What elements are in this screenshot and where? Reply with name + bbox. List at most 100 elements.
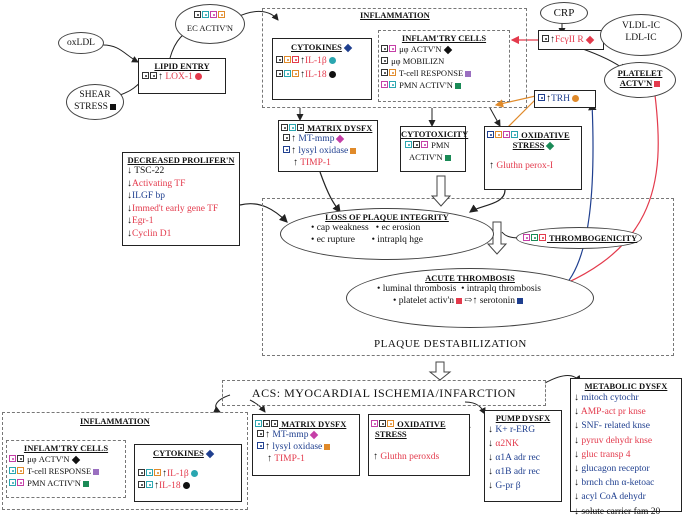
up-arrow-icon: ↑ [265,441,270,452]
loss-title: LOSS OF PLAQUE INTEGRITY [325,212,449,222]
bottom-matrix-dysfx-box: MATRIX DYSFX ↑ MT-mmp ↑ lysyl oxidase ↑ … [252,414,360,476]
up-arrow-icon: ↑ [158,71,163,82]
bottom-mtmmp-label: MT-mmp [272,430,309,440]
il18-label: IL-18 [305,70,327,80]
down-arrow-icon: ↓ [488,438,493,449]
down-arrow-icon: ↓ [574,392,579,403]
inflammation-title: INFLAMMATION [360,10,430,20]
down-arrow-icon: ↓ [574,491,579,503]
down-arrow-icon: ↓ [127,165,132,176]
amp-label: AMP-act pr knse [580,407,646,418]
gluc-transp-label: gluc transp 4 [581,449,631,460]
black-square-icon [109,103,116,110]
shear-label: SHEAR [79,90,111,100]
symbols-icon [9,455,25,462]
vldl-node: VLDL-IC LDL-IC [600,14,682,56]
mph-mobilizn-label: μφ MOBILIZN [391,56,445,66]
symbols-icon [283,146,291,153]
bottom-inflammation-title: INFLAMMATION [80,416,150,426]
bottom-cytokines-title: CYTOKINES [153,448,204,458]
bottom-oxidative-stress-box: OXIDATIVE STRESS ↑ Gluthn peroxds [368,414,470,476]
gpr-label: G-pr β [495,481,521,491]
up-arrow-icon: ↑ [162,468,167,479]
crp-label: CRP [553,7,575,19]
bottom-pmn-label: PMN ACTIV'N [27,478,81,488]
brnch-label: brnch chn α-ketoac [581,478,655,489]
plaque-destabilization-region [262,198,674,356]
symbols-icon [276,56,300,63]
trh-box: ↑TRH [534,90,596,108]
platelet-activn-label: platelet activ'n [398,296,454,306]
up-arrow-icon: ↑ [300,69,305,80]
bottom-cells-title: INFLAM'TRY CELLS [23,443,109,453]
a1a-label: α1A adr rec [495,453,540,463]
orange-square-icon [324,443,331,450]
inflam-cells-title: INFLAM'TRY CELLS [401,33,487,43]
plaque-destabilization-label: PLAQUE DESTABILIZATION [374,338,527,350]
symbols-icon [9,467,25,474]
activating-tf-label: Activating TF [132,178,186,189]
ec-erosion-label: ec erosion [381,223,421,233]
up-arrow-icon: ↑ [291,133,296,144]
intraplq-hge-label: intraplq hge [377,235,423,245]
symbols-icon [276,70,300,77]
fc-receptor-box: ↑FcγII R [538,30,604,50]
teal-circle-icon [190,470,198,478]
down-arrow-icon: ↓ [574,463,579,475]
pump-title: PUMP DYSFX [495,413,551,423]
prolif-title: DECREASED PROLIFER'N [127,155,235,165]
down-arrow-icon: ↓ [127,215,132,226]
mitoch-label: mitoch cytochr [581,393,639,403]
acyl-label: acyl CoA dehydr [581,492,646,503]
platelet-label: PLATELET [617,68,663,78]
down-arrow-icon: ↓ [488,424,493,435]
symbols-icon [138,469,162,476]
up-arrow-icon: ↑ [300,55,305,66]
symbols-icon [405,141,429,148]
platelet-actvn-label: ACTV'N [619,78,653,88]
purple-square-icon [93,469,100,476]
bottom-tcell-label: T-cell RESPONSE [26,466,92,476]
cytotoxicity-title: CYTOTOXICITY [401,129,469,139]
red-circle-icon [194,73,202,81]
up-arrow-icon: ↑ [550,34,555,45]
green-square-icon [82,481,89,488]
down-arrow-icon: ↓ [574,505,579,515]
oxldl-label: oxLDL [67,38,95,48]
tcell-label: T-cell RESPONSE [398,68,464,78]
symbols-icon [257,430,265,437]
teal-circle-icon [328,57,336,65]
green-square-icon [454,83,461,90]
up-arrow-icon: ↑ [265,429,270,440]
activn-label: ACTIV'N [409,152,443,162]
acute-thrombosis-node: ACUTE THROMBOSIS • luminal thrombosis • … [346,268,594,328]
ilgf-label: ILGF bp [132,191,165,201]
glucagon-label: glucagon receptor [581,464,650,475]
matrix-dysfx-title: MATRIX DYSFX [307,123,373,133]
shear-stress-node: SHEAR STRESS [66,84,124,120]
timp1-label: TIMP-1 [300,158,331,168]
down-arrow-icon: ↓ [127,227,132,239]
black-diamond-icon [71,455,80,465]
black-circle-icon [328,71,336,79]
metabolic-dysfx-box: METABOLIC DYSFX ↓ mitoch cytochr ↓ AMP-a… [570,378,682,515]
symbols-icon [371,420,395,427]
up-arrow-icon: ↑ [291,145,296,156]
symbols-icon [381,57,389,64]
bottom-timp1-label: TIMP-1 [274,454,305,464]
orange-square-icon [350,147,357,154]
k-rerg-label: K+ r-ERG [495,425,536,435]
loss-of-plaque-integrity-node: LOSS OF PLAQUE INTEGRITY • cap weakness … [280,208,494,260]
bottom-oxidative-title: OXIDATIVE [397,419,446,429]
snf-label: SNF- related knse [581,421,650,432]
up-arrow-icon: ↑ [472,295,478,306]
oxidative-title: OXIDATIVE [521,130,570,140]
bottom-matrix-title: MATRIX DYSFX [281,419,347,429]
symbols-icon [381,81,397,88]
lipid-entry-title: LIPID ENTRY [154,61,210,71]
platelet-activation-node: PLATELET ACTV'N [604,62,676,98]
symbols-icon [538,94,546,101]
symbols-icon [523,234,547,241]
orange-circle-icon [572,95,579,103]
